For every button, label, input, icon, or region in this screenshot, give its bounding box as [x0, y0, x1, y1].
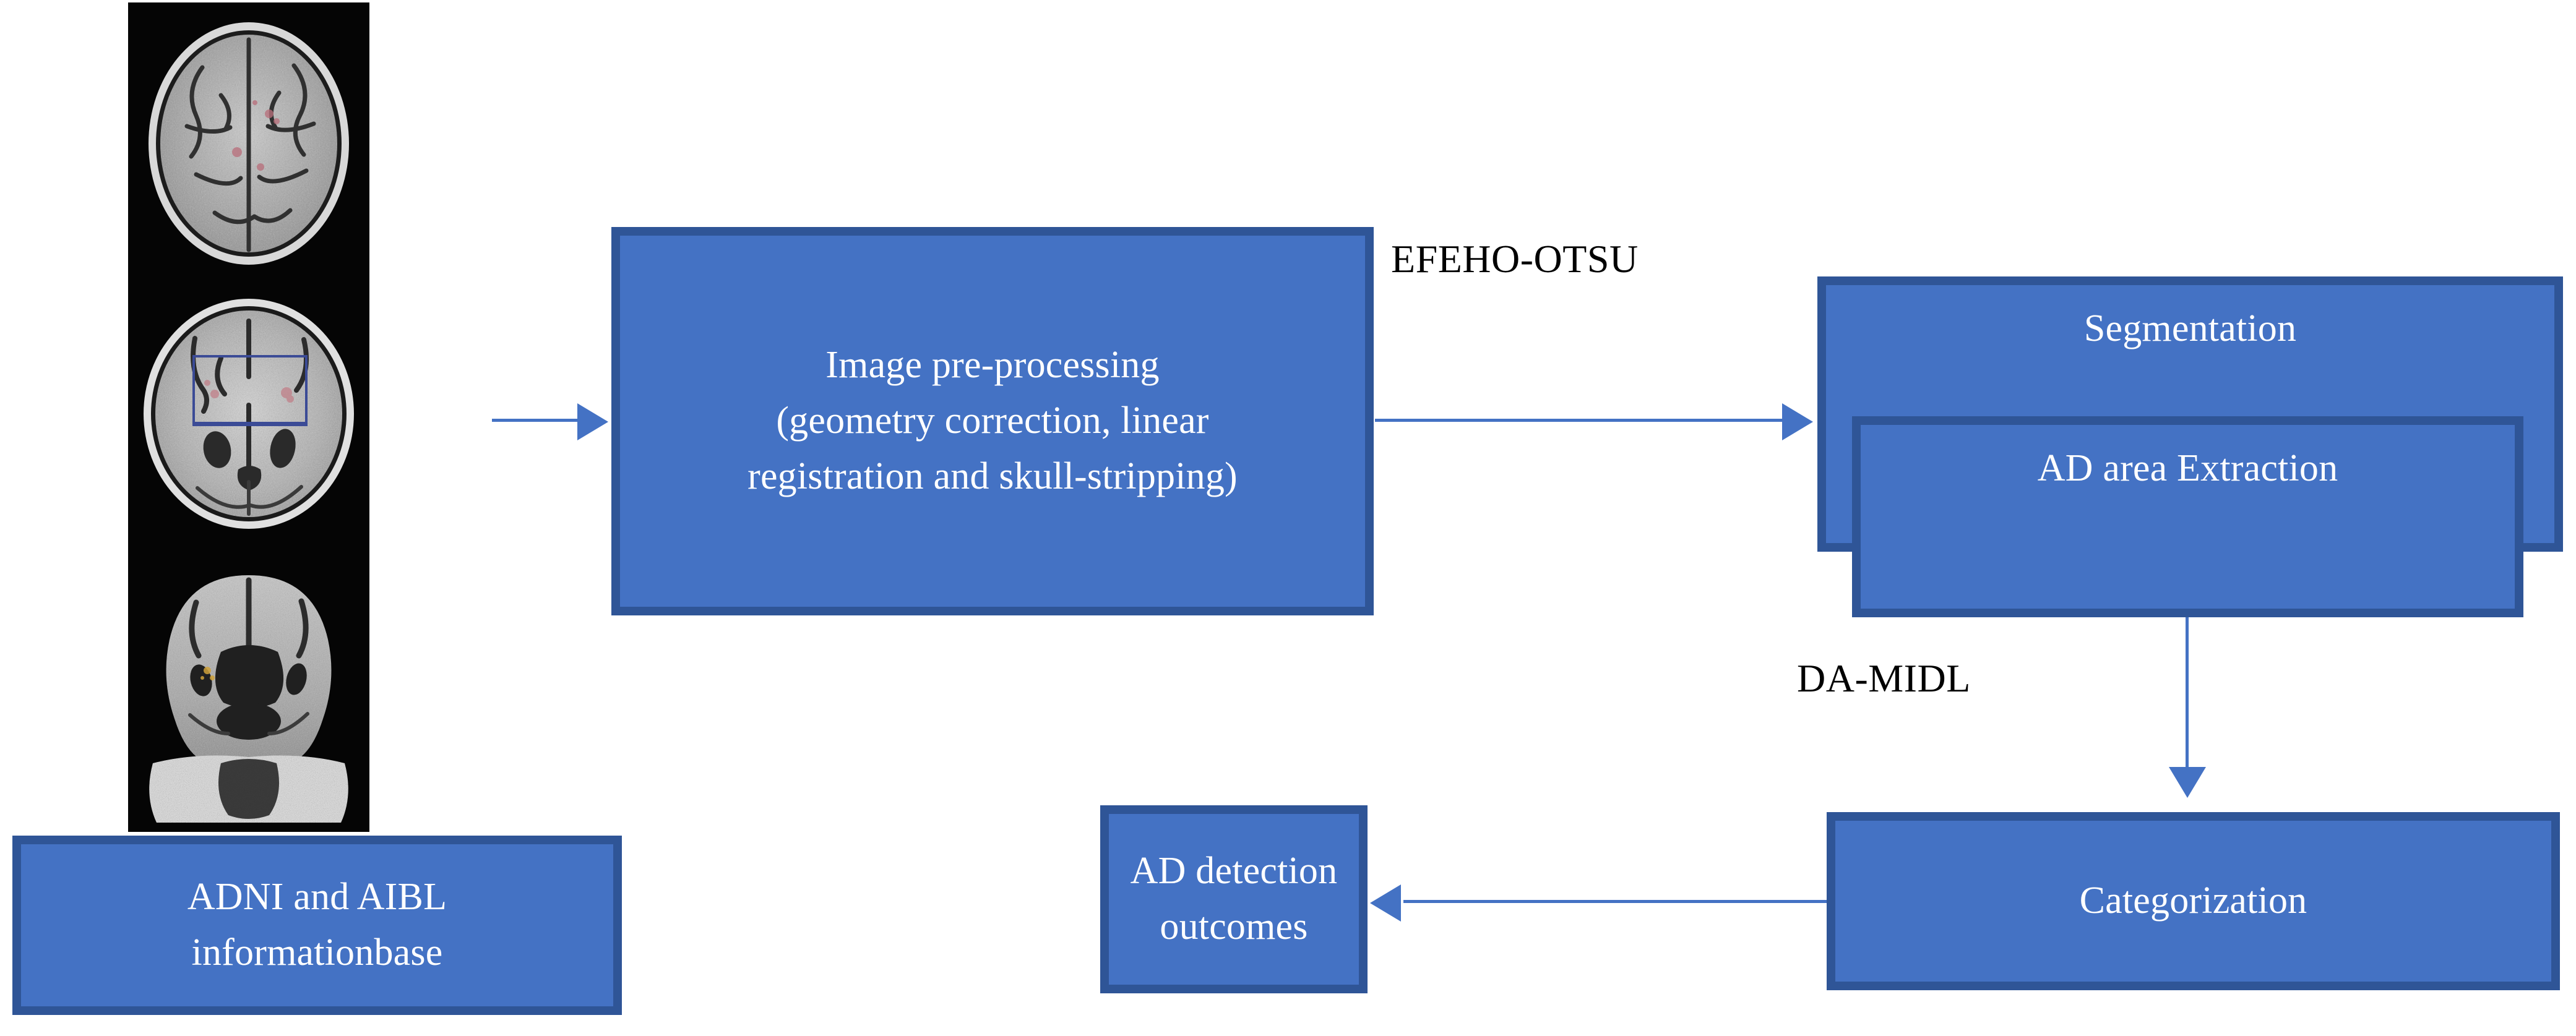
node-adni-aibl-informationbase[interactable]: ADNI and AIBL informationbase	[12, 836, 622, 1015]
edge-label-efeho-otsu: EFEHO-OTSU	[1391, 237, 1639, 281]
arrow-right-icon	[1782, 403, 1813, 440]
connector-line	[2186, 616, 2189, 769]
mri-roi-annotation	[192, 355, 308, 426]
brain-axial-superior-icon	[128, 9, 369, 278]
arrow-right-icon	[577, 403, 608, 440]
node-ad-area-extraction[interactable]: AD area Extraction	[1852, 416, 2523, 617]
node-image-preprocessing[interactable]: Image pre-processing (geometry correctio…	[611, 227, 1374, 615]
edge-label-da-midl: DA-MIDL	[1797, 656, 1971, 700]
node-ad-detection-outcomes[interactable]: AD detection outcomes	[1100, 805, 1368, 993]
brain-coronal-icon	[128, 559, 369, 828]
connector-line	[492, 419, 588, 422]
connector-line	[1403, 900, 1829, 903]
mri-slice-coronal	[128, 559, 369, 828]
mri-slice-axial-superior	[128, 9, 369, 278]
mri-image-strip	[128, 2, 369, 832]
connector-line	[1375, 419, 1786, 422]
arrow-left-icon	[1370, 884, 1401, 922]
node-categorization[interactable]: Categorization	[1827, 812, 2560, 990]
arrow-down-icon	[2169, 767, 2206, 798]
